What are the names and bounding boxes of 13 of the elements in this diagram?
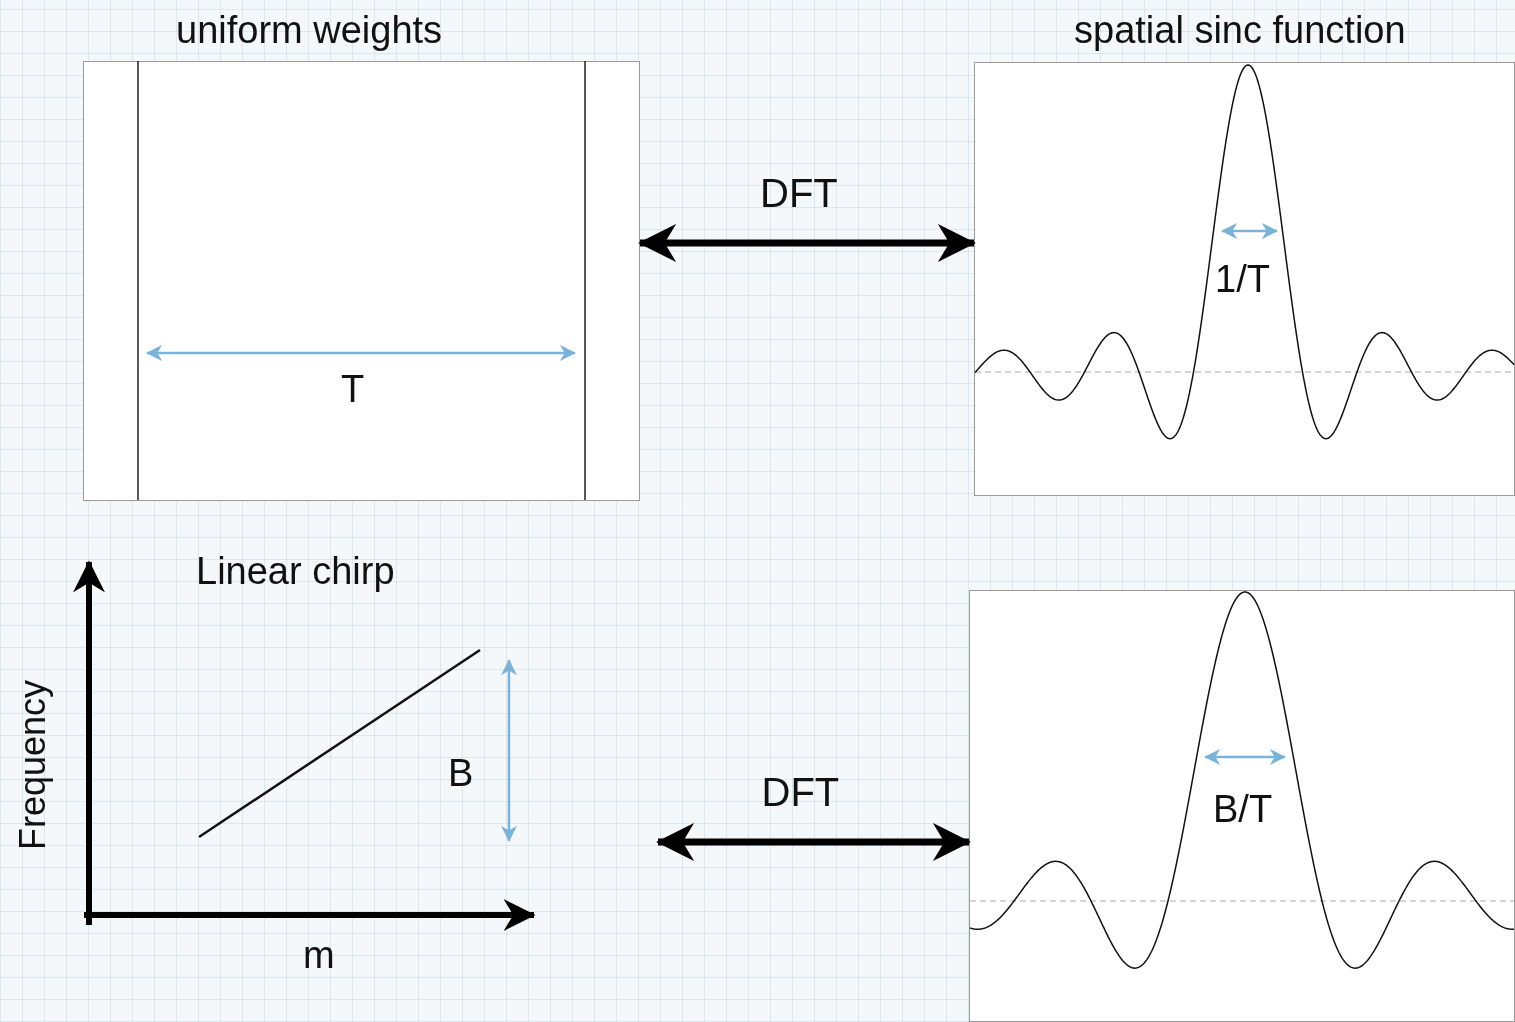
- panel-title: uniform weights: [176, 8, 443, 52]
- dimension-label: B: [448, 752, 474, 794]
- axis-label: Frequency: [12, 679, 54, 850]
- double-arrow: [656, 823, 971, 861]
- panel-title: Linear chirp: [196, 549, 395, 593]
- dimension-label: T: [341, 368, 365, 410]
- dimension-label: 1/T: [1215, 258, 1270, 300]
- panel-title: spatial sinc function: [1074, 8, 1406, 52]
- double-arrow: [638, 224, 976, 262]
- dimension-label: B/T: [1213, 788, 1273, 830]
- edge-label: DFT: [760, 171, 838, 215]
- edge-label: DFT: [761, 770, 840, 814]
- dimension-label: m: [303, 934, 335, 976]
